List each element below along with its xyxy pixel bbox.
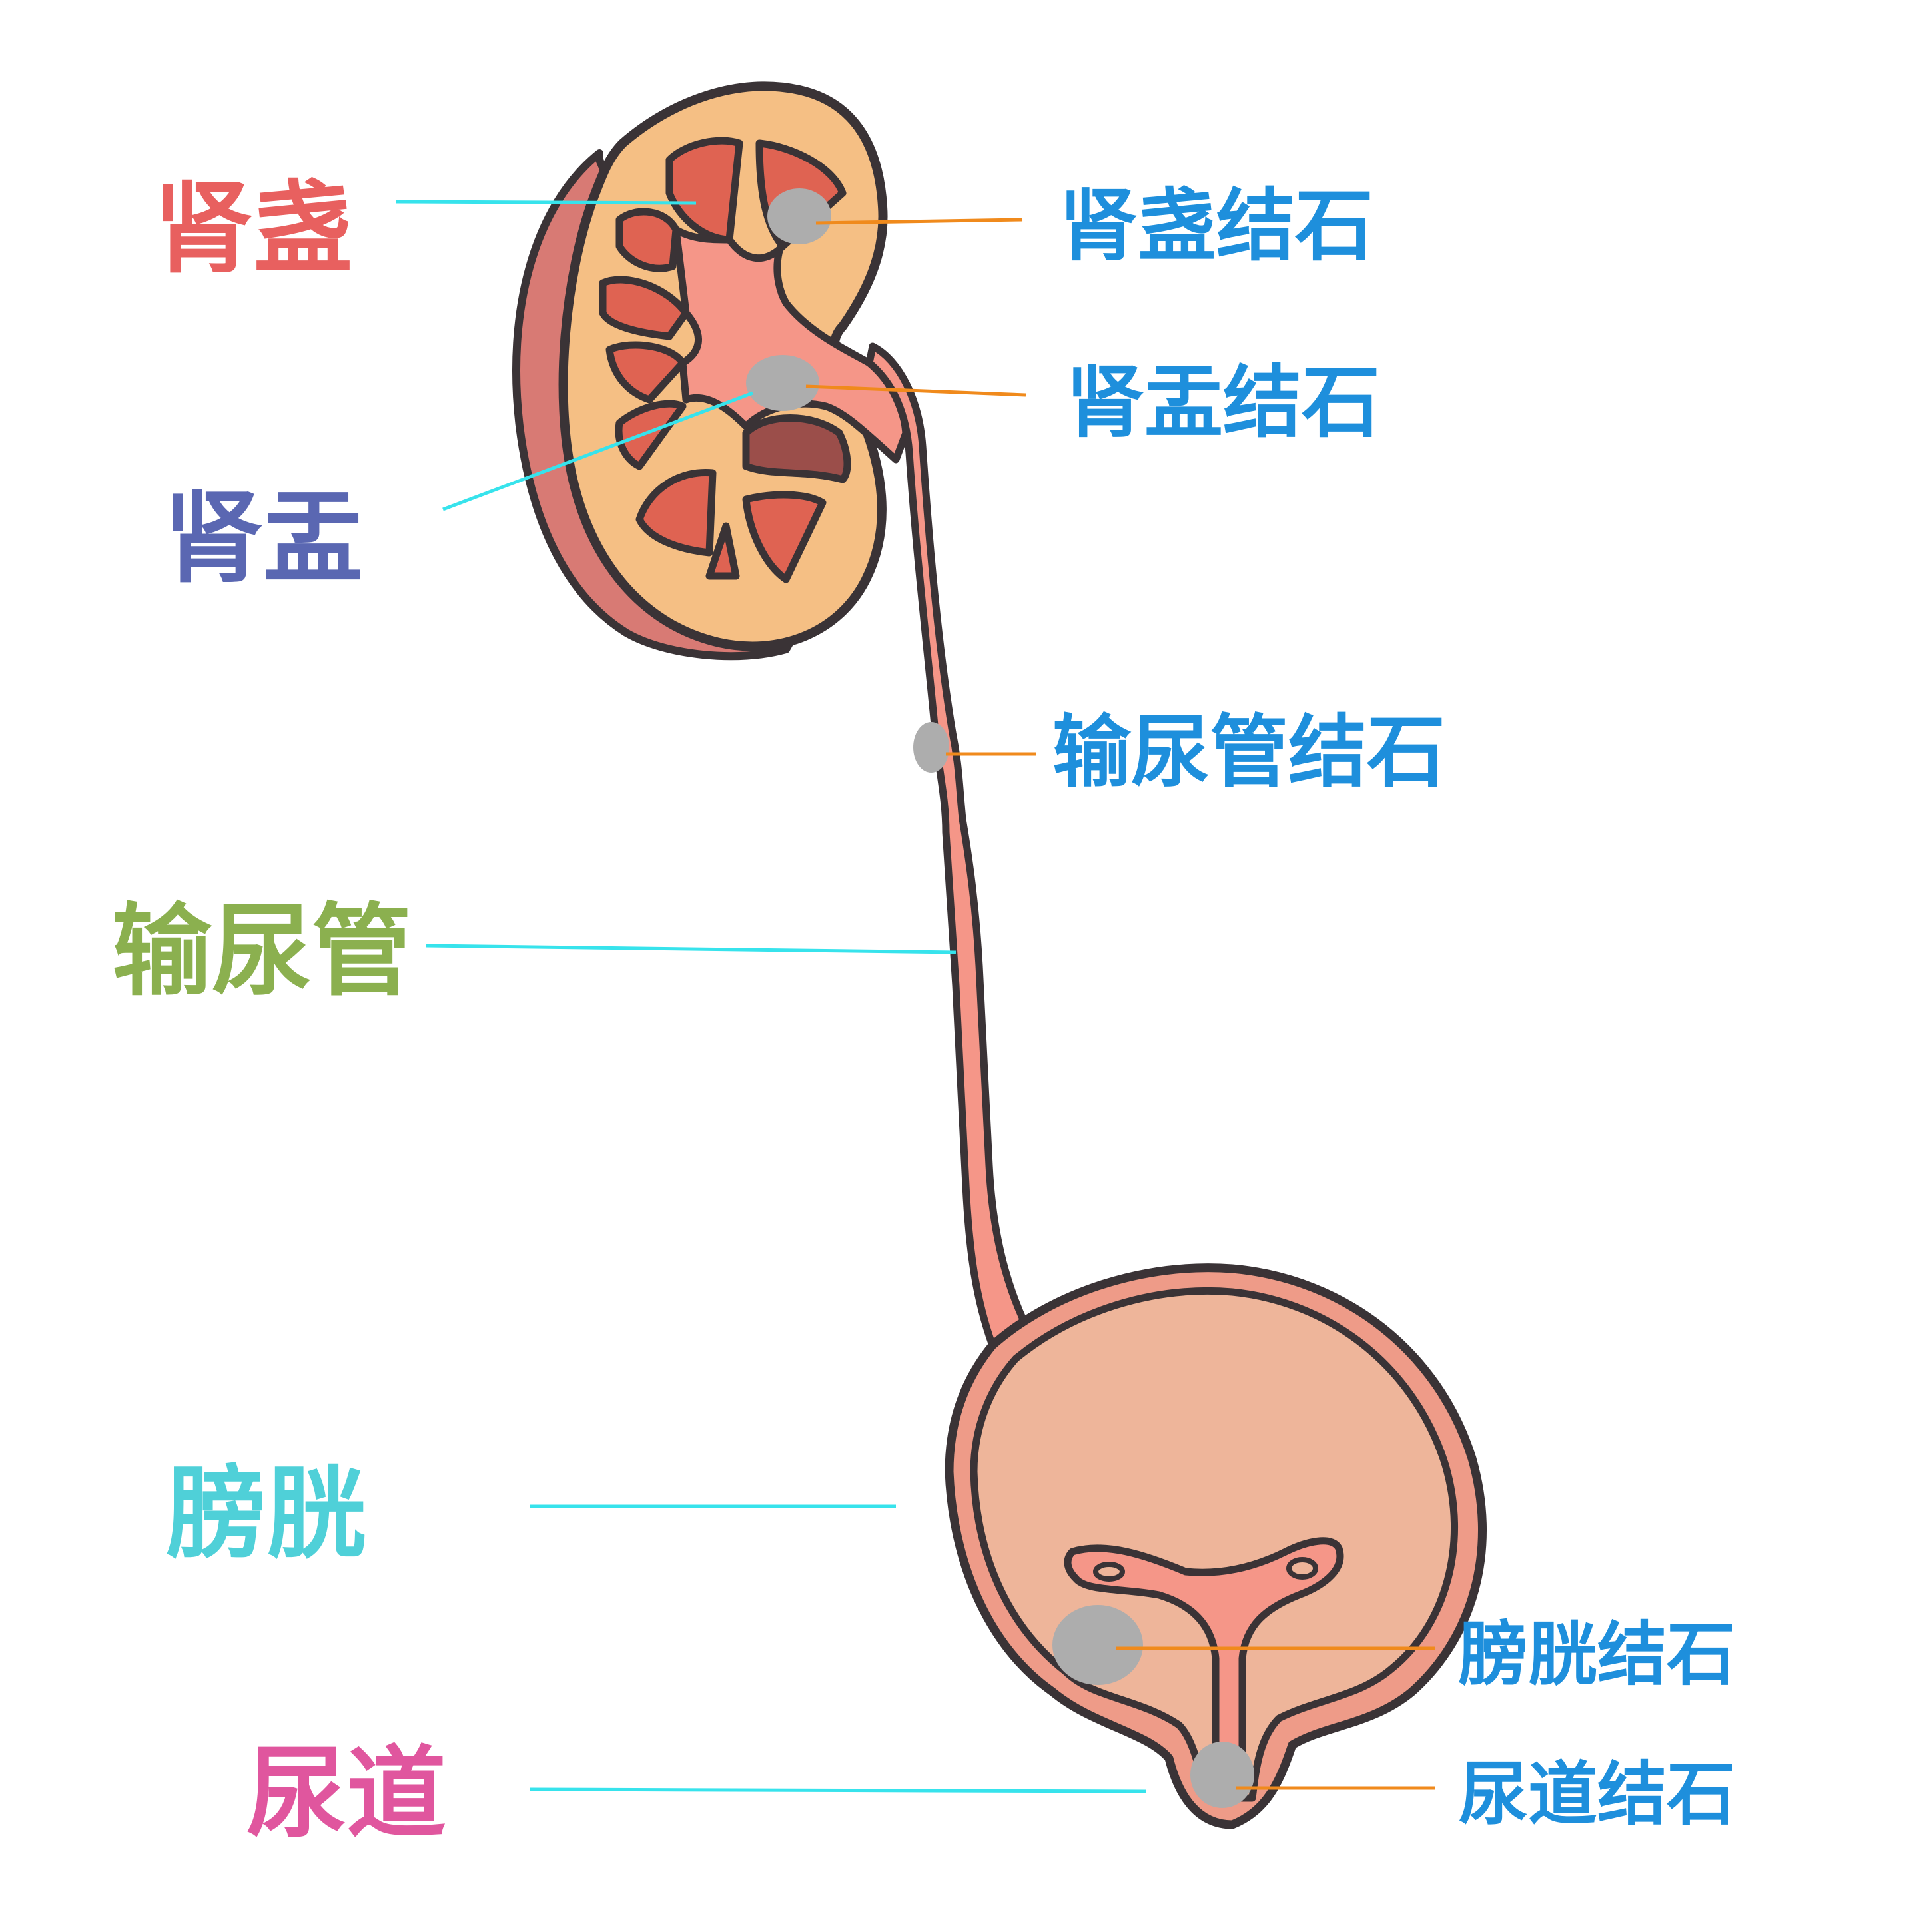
ureteral-orifice-right (1286, 1557, 1318, 1580)
leader-lines-structures (396, 200, 1146, 1793)
leader-pelvis-stone (805, 384, 1026, 397)
medullary-pyramids (599, 137, 847, 583)
kidney (512, 81, 910, 661)
ureteral-orifice-left (1093, 1562, 1125, 1582)
label-pelvis-stone: 肾盂结石 (1066, 356, 1380, 448)
label-ureter-stone: 输尿管结石 (1052, 706, 1445, 798)
label-ureter: 输尿管 (112, 894, 412, 1010)
pyramid-dark (742, 414, 851, 483)
pyramid (705, 522, 740, 580)
leader-calyx-stone (815, 218, 1023, 225)
label-bladder-stone: 膀胱结石 (1459, 1614, 1736, 1695)
pyramid (635, 468, 717, 557)
label-renal-calyx: 肾盏 (153, 171, 353, 287)
leader-ureter (426, 944, 957, 954)
leader-urethra (529, 1787, 1146, 1793)
bladder-stone-marker (1052, 1605, 1143, 1685)
label-bladder: 膀胱 (167, 1456, 366, 1572)
leader-lines-stones (805, 218, 1435, 1790)
ureter-stone-marker (913, 722, 949, 773)
pyramid (615, 208, 680, 272)
pyramid (742, 491, 827, 583)
label-urethra-stone: 尿道结石 (1459, 1754, 1736, 1835)
label-calyx-stone: 肾盏结石 (1059, 180, 1373, 272)
calyx-stone-marker (767, 188, 831, 244)
pelvis-stone-marker (746, 355, 819, 411)
label-urethra: 尿道 (246, 1736, 446, 1852)
ureter-tube (865, 342, 1033, 1363)
label-renal-pelvis: 肾盂 (163, 481, 363, 597)
bladder-trigone (1064, 1537, 1344, 1802)
leader-renal-calyx (396, 200, 697, 205)
bladder-organ (945, 1263, 1487, 1829)
leader-renal-pelvis (442, 391, 753, 511)
stones (746, 188, 1254, 1808)
ureter-body (865, 342, 1033, 1363)
urethra-stone-marker (1190, 1742, 1254, 1808)
